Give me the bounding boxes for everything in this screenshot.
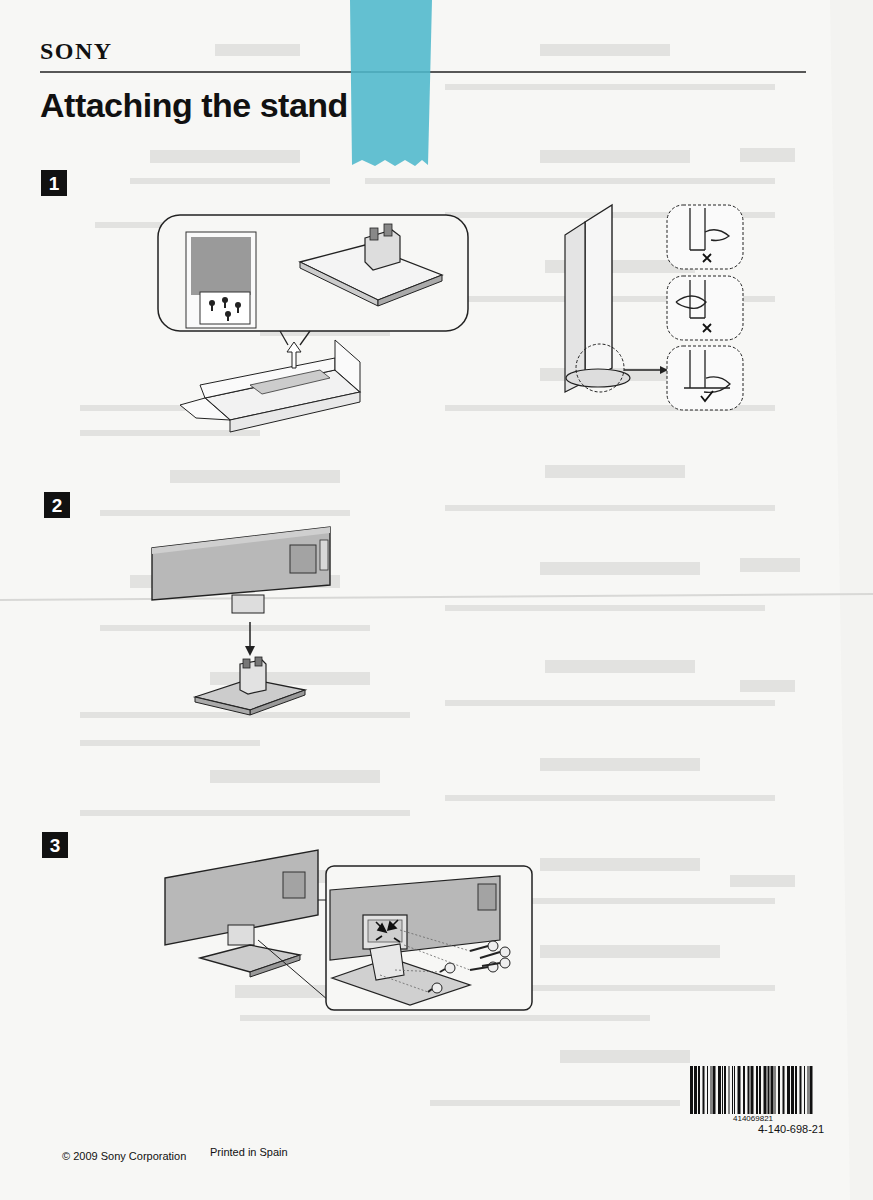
barcode-number: 414069821 <box>733 1114 773 1123</box>
step-number: 3 <box>42 832 68 858</box>
barcode <box>690 1066 813 1114</box>
part-number: 4-140-698-21 <box>758 1123 824 1135</box>
page-title: Attaching the stand <box>40 86 348 125</box>
step-number-text: 2 <box>52 496 63 515</box>
step-number-text: 1 <box>49 174 60 193</box>
print-note: Printed in Spain <box>210 1146 288 1158</box>
step-number-text: 3 <box>50 836 61 855</box>
copyright-note: © 2009 Sony Corporation <box>62 1150 186 1162</box>
step-number: 2 <box>44 492 70 518</box>
brand-logo: SONY <box>40 38 113 65</box>
step-number: 1 <box>41 170 67 196</box>
